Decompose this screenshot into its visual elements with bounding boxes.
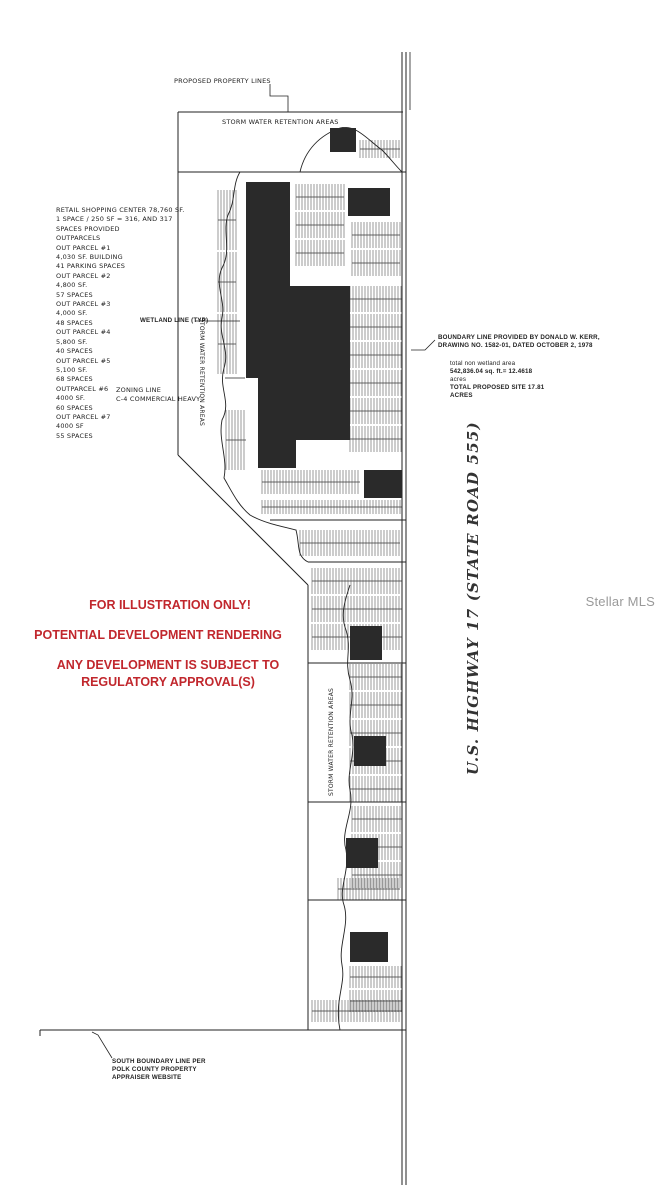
area-line-2: 542,836.04 sq. ft.= 12.4618 — [450, 368, 533, 375]
disclaimer-rendering: POTENTIAL DEVELOPMENT RENDERING — [34, 628, 282, 642]
outparcel-1 — [348, 188, 390, 216]
parcel-notes: RETAIL SHOPPING CENTER 78,760 SF. 1 SPAC… — [56, 206, 185, 440]
disclaimer-approval-line1: ANY DEVELOPMENT IS SUBJECT TO — [56, 658, 280, 672]
wetland-line-label: WETLAND LINE (TYP) — [140, 317, 209, 324]
outparcel-3 — [350, 626, 382, 660]
area-note: total non wetland area 542,836.04 sq. ft… — [450, 360, 650, 400]
area-line-3: acres — [450, 376, 467, 383]
boundary-line-1: BOUNDARY LINE PROVIDED BY DONALD W. KERR… — [438, 334, 600, 341]
storm-water-lower-label: STORM WATER RETENTION AREAS — [328, 687, 335, 796]
highway-label: U.S. HIGHWAY 17 (STATE ROAD 555) — [464, 421, 482, 775]
outparcel-4 — [354, 736, 386, 766]
area-line-1: total non wetland area — [450, 360, 516, 367]
outparcel-6 — [350, 932, 388, 962]
property-boundary-lines — [39, 52, 436, 1185]
watermark: Stellar MLS — [585, 594, 655, 609]
disclaimer-illustration: FOR ILLUSTRATION ONLY! — [89, 598, 251, 612]
buildings — [246, 128, 402, 962]
proposed-property-lines-label: PROPOSED PROPERTY LINES — [174, 77, 271, 85]
retail-center-building — [246, 182, 350, 468]
parking-stalls — [217, 140, 403, 1022]
boundary-note: BOUNDARY LINE PROVIDED BY DONALD W. KERR… — [438, 334, 653, 350]
disclaimer-approval: ANY DEVELOPMENT IS SUBJECT TO REGULATORY… — [18, 657, 318, 691]
outparcel-2 — [364, 470, 402, 498]
storm-water-top-label: STORM WATER RETENTION AREAS — [222, 118, 339, 126]
building-top — [330, 128, 356, 152]
zoning-line-label: ZONING LINE C-4 COMMERCIAL HEAVY — [116, 386, 201, 404]
south-boundary-label: SOUTH BOUNDARY LINE PER POLK COUNTY PROP… — [112, 1058, 206, 1081]
outparcel-5 — [346, 838, 378, 868]
total-line-2: ACRES — [450, 392, 473, 399]
boundary-line-2: DRAWING NO. 1582-01, DATED OCTOBER 2, 19… — [438, 342, 593, 349]
total-line-1: TOTAL PROPOSED SITE 17.81 — [450, 384, 545, 391]
storm-water-left-label: STORM WATER RETENTION AREAS — [198, 318, 205, 427]
disclaimer-approval-line2: REGULATORY APPROVAL(S) — [81, 675, 255, 689]
